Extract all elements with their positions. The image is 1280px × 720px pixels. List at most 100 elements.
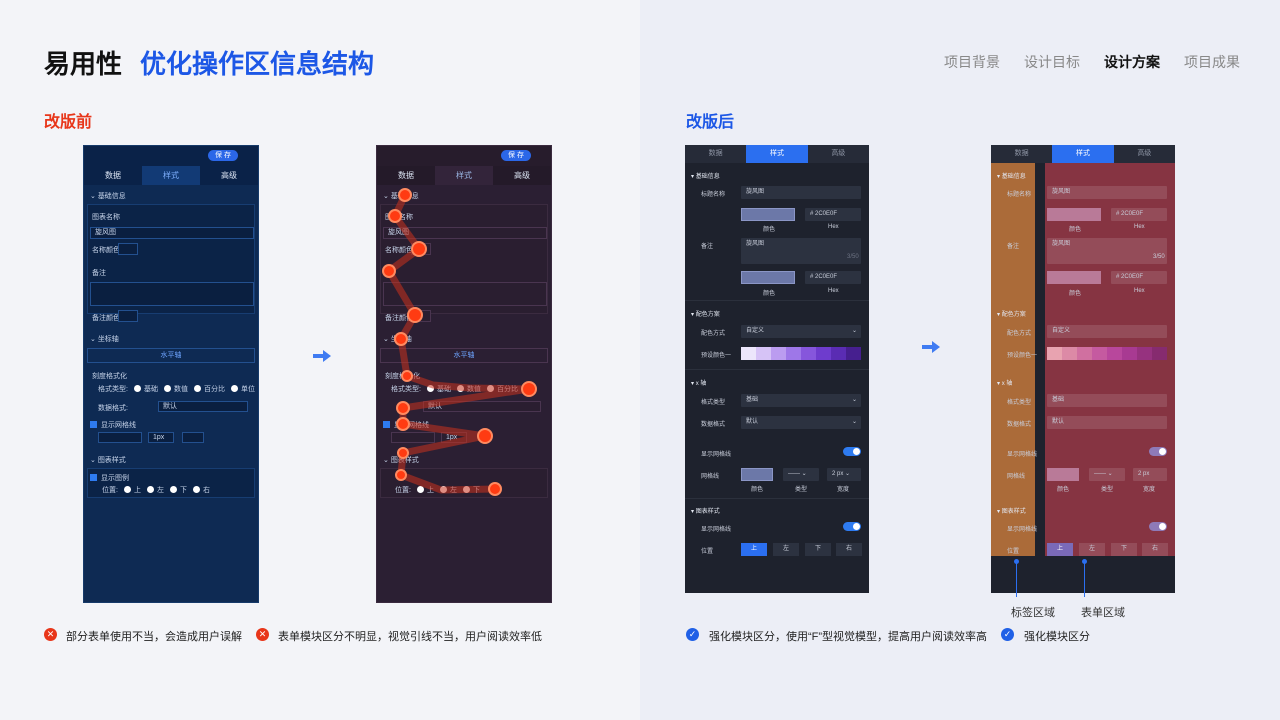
tab-data[interactable]: 数据 xyxy=(398,171,414,180)
remark-label: 备注 xyxy=(701,244,714,250)
position-top-button[interactable]: 上 xyxy=(741,543,767,556)
position-row[interactable]: 位置:上左下右 xyxy=(102,486,210,494)
remark-hex-input[interactable]: # 2C0E0F xyxy=(805,271,861,284)
nav-item-solution[interactable]: 设计方案 xyxy=(1104,54,1160,70)
grid-width-input[interactable]: 2 px xyxy=(1133,468,1167,481)
remark-label: 备注 xyxy=(1007,244,1020,250)
preset-swatches[interactable] xyxy=(741,347,861,360)
tab-advanced[interactable]: 高级 xyxy=(514,171,530,180)
remark-color-swatch[interactable] xyxy=(1047,271,1101,284)
chart-name-input[interactable]: 旋风图 xyxy=(383,227,547,239)
tab-data[interactable]: 数据 xyxy=(1014,150,1029,157)
remark-textarea[interactable]: 旋风图 xyxy=(741,238,861,264)
title-hex-input[interactable]: # 2C0E0F xyxy=(805,208,861,221)
format-type-select[interactable]: 基础 xyxy=(1047,394,1167,407)
name-color-label: 名称颜色 xyxy=(92,247,120,254)
section-basic: ▾ 基础信息 xyxy=(997,174,1026,180)
show-grid-toggle[interactable] xyxy=(843,447,861,456)
tab-style[interactable]: 样式 xyxy=(746,145,808,163)
nav-item-results[interactable]: 项目成果 xyxy=(1184,54,1240,70)
gaze-point xyxy=(401,370,413,382)
remark-color-swatch[interactable] xyxy=(118,310,138,322)
save-button[interactable]: 保 存 xyxy=(501,150,531,161)
tab-style[interactable]: 样式 xyxy=(1052,145,1114,163)
chart-name-input[interactable]: 旋风图 xyxy=(90,227,254,239)
name-color-label: 名称颜色 xyxy=(385,247,413,254)
position-top-button[interactable]: 上 xyxy=(1047,543,1073,556)
section-basic: ⌄ 基础信息 xyxy=(90,193,126,200)
tab-advanced[interactable]: 高级 xyxy=(221,171,237,180)
show-legend-row[interactable]: 显示图例 xyxy=(90,473,129,483)
show-grid-label-2: 显示网格线 xyxy=(701,527,732,533)
line-style-select[interactable] xyxy=(98,432,142,443)
remark-textarea[interactable] xyxy=(90,282,254,306)
position-label: 位置 xyxy=(701,549,714,555)
old-panel-gaze: 保 存 数据 样式 高级 ⌄ 基础信息 图表名称 旋风图 名称颜色 备注颜色 ⌄… xyxy=(376,145,552,603)
title-color-swatch[interactable] xyxy=(1047,208,1101,221)
x-axis-bar[interactable]: 水平轴 xyxy=(380,348,548,363)
color-caption: 颜色 xyxy=(1069,227,1082,233)
position-bottom-button[interactable]: 下 xyxy=(805,543,831,556)
title-hex-input[interactable]: # 2C0E0F xyxy=(1111,208,1167,221)
position-bottom-button[interactable]: 下 xyxy=(1111,543,1137,556)
nav-item-goals[interactable]: 设计目标 xyxy=(1024,54,1080,70)
gaze-point xyxy=(488,482,502,496)
before-note-2: 表单模块区分不明显，视觉引线不当，用户阅读效率低 xyxy=(278,631,542,643)
title-name-label: 标题名称 xyxy=(1007,192,1032,198)
tab-advanced[interactable]: 高级 xyxy=(831,150,846,157)
type-caption: 类型 xyxy=(1101,487,1114,493)
title-name-input[interactable]: 旋风图 xyxy=(1047,186,1167,199)
tab-advanced[interactable]: 高级 xyxy=(1137,150,1152,157)
format-type-select[interactable]: 基础⌄ xyxy=(741,394,861,407)
line-style-select[interactable] xyxy=(391,432,435,443)
data-format-select[interactable]: 默认 xyxy=(1047,416,1167,429)
width-caption: 宽度 xyxy=(1143,487,1156,493)
tab-style[interactable]: 样式 xyxy=(142,166,200,185)
remark-textarea[interactable]: 旋风图 xyxy=(1047,238,1167,264)
page-title: 优化操作区信息结构 xyxy=(140,49,375,79)
data-format-select[interactable]: 默认 xyxy=(158,401,248,412)
position-left-button[interactable]: 左 xyxy=(1079,543,1105,556)
show-grid-toggle[interactable] xyxy=(1149,447,1167,456)
x-axis-bar[interactable]: 水平轴 xyxy=(87,348,255,363)
format-type-row[interactable]: 格式类型:基础数值百分比单位 xyxy=(98,385,255,393)
remark-color-swatch[interactable] xyxy=(741,271,795,284)
gaze-point xyxy=(394,332,408,346)
data-format-label: 数据格式 xyxy=(1007,422,1032,428)
preset-swatches[interactable] xyxy=(1047,347,1167,360)
name-color-swatch[interactable] xyxy=(118,243,138,255)
position-left-button[interactable]: 左 xyxy=(773,543,799,556)
width-caption: 宽度 xyxy=(837,487,850,493)
nav-item-background[interactable]: 项目背景 xyxy=(944,54,1000,70)
scheme-mode-select[interactable]: 自定义⌄ xyxy=(741,325,861,338)
before-note-1: 部分表单使用不当，会造成用户误解 xyxy=(66,631,242,643)
scheme-mode-select[interactable]: 自定义 xyxy=(1047,325,1167,338)
grid-width-input[interactable]: 2 px ⌄ xyxy=(827,468,861,481)
tab-data[interactable]: 数据 xyxy=(105,171,121,180)
title-color-swatch[interactable] xyxy=(741,208,795,221)
grid-color-swatch[interactable] xyxy=(741,468,773,481)
scheme-mode-label: 配色方式 xyxy=(701,331,726,337)
arrow-right-icon xyxy=(922,341,940,353)
grid-color-swatch[interactable] xyxy=(1047,468,1079,481)
hex-caption: Hex xyxy=(828,224,839,230)
show-grid-toggle-2[interactable] xyxy=(843,522,861,531)
title-name-input[interactable]: 旋风图 xyxy=(741,186,861,199)
gaze-point xyxy=(396,401,410,415)
remark-hex-input[interactable]: # 2C0E0F xyxy=(1111,271,1167,284)
leader-dot xyxy=(1014,559,1019,564)
data-format-select[interactable]: 默认⌄ xyxy=(741,416,861,429)
tab-style[interactable]: 样式 xyxy=(435,166,493,185)
grid-type-select[interactable]: —— ⌄ xyxy=(1089,468,1125,481)
save-button[interactable]: 保 存 xyxy=(208,150,238,161)
line-width-select[interactable]: 1px xyxy=(148,432,174,443)
tab-data[interactable]: 数据 xyxy=(708,150,723,157)
grid-color-swatch[interactable] xyxy=(182,432,204,443)
show-grid-toggle-2[interactable] xyxy=(1149,522,1167,531)
position-right-button[interactable]: 右 xyxy=(836,543,862,556)
position-right-button[interactable]: 右 xyxy=(1142,543,1168,556)
old-panel: 保 存 数据 样式 高级 ⌄ 基础信息 图表名称 旋风图 名称颜色 备注 备注颜… xyxy=(83,145,259,603)
show-grid-row[interactable]: 显示网格线 xyxy=(90,420,136,430)
grid-type-select[interactable]: —— ⌄ xyxy=(783,468,819,481)
remark-textarea[interactable] xyxy=(383,282,547,306)
